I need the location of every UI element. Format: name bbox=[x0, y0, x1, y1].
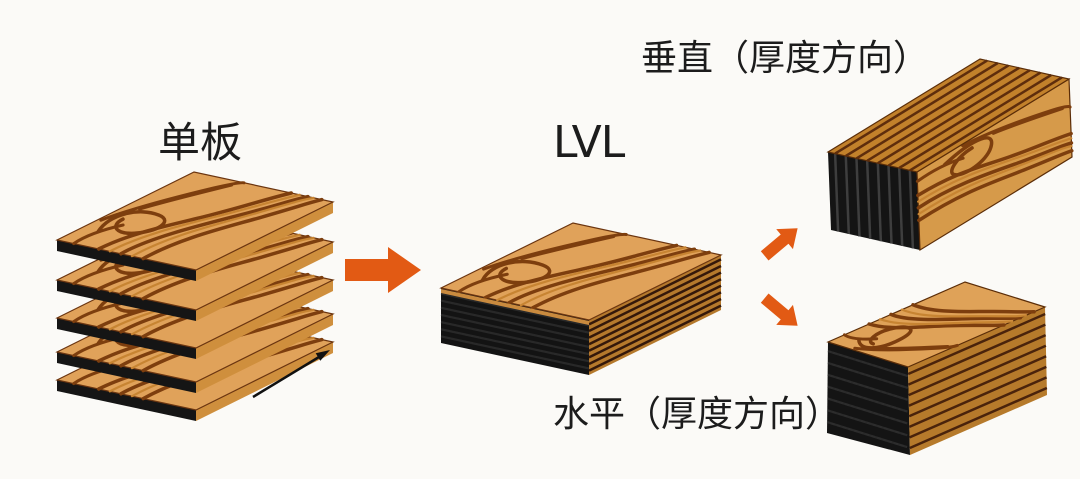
vertical-direction-label: 垂直（厚度方向） bbox=[641, 38, 930, 79]
branch-up-arrow-icon bbox=[756, 218, 806, 266]
process-arrow-icon bbox=[345, 247, 421, 293]
branch-down-arrow-icon bbox=[756, 288, 806, 336]
veneer-label: 单板 bbox=[158, 118, 243, 167]
veneer-stack-illustration bbox=[57, 172, 333, 421]
horizontal-direction-label: 水平（厚度方向） bbox=[553, 394, 842, 435]
beam-vertical-illustration bbox=[828, 0, 1080, 250]
lvl-label: LVL bbox=[553, 117, 625, 168]
grain-direction-arrow-icon bbox=[252, 350, 330, 399]
lvl-board-illustration bbox=[441, 223, 721, 375]
beam-horizontal-illustration bbox=[827, 282, 1080, 455]
